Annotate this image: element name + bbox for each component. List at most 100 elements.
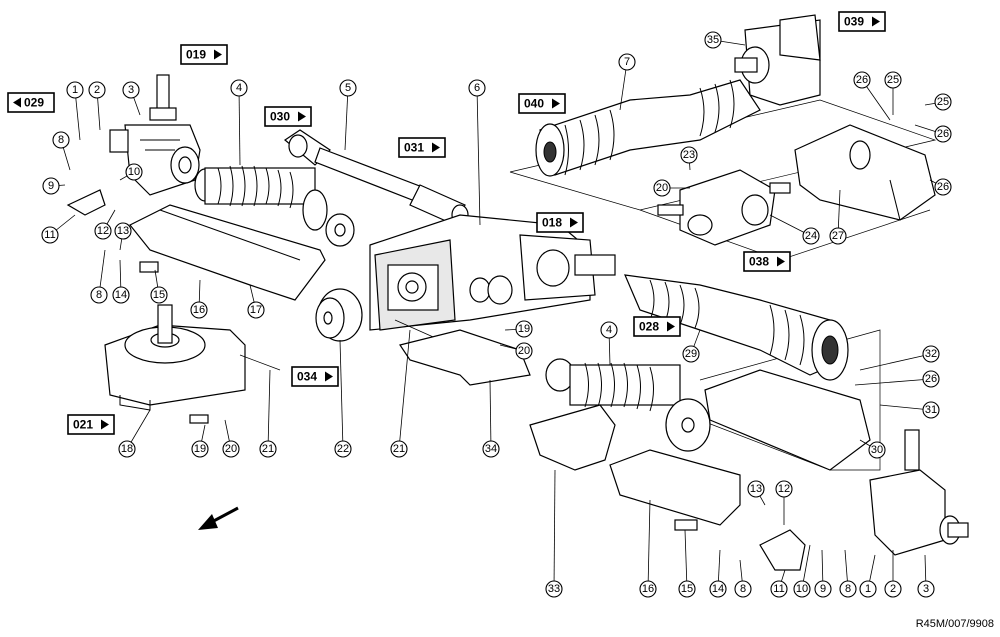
callout-3: 3 — [122, 81, 140, 99]
callout-number: 10 — [796, 583, 808, 595]
reference-box-034: 034 — [291, 366, 339, 387]
callout-number: 12 — [97, 225, 109, 237]
callout-number: 9 — [48, 180, 54, 192]
spring-coupling-lower — [545, 358, 711, 452]
leader-line — [344, 87, 349, 151]
callout-34: 34 — [482, 440, 500, 458]
arrow-right-icon — [325, 371, 333, 382]
callout-number: 9 — [820, 583, 826, 595]
reference-box-031: 031 — [398, 137, 446, 158]
callout-number: 32 — [925, 348, 937, 360]
callout-16: 16 — [190, 301, 208, 319]
reference-label: 031 — [404, 141, 424, 155]
leader-line — [854, 378, 932, 386]
reference-label: 040 — [524, 97, 544, 111]
callout-5: 5 — [339, 79, 357, 97]
callout-10: 10 — [793, 580, 811, 598]
callout-9: 9 — [814, 580, 832, 598]
callout-number: 19 — [518, 323, 530, 335]
callout-number: 1 — [72, 84, 78, 96]
callout-number: 16 — [193, 304, 205, 316]
callout-15: 15 — [150, 286, 168, 304]
reference-label: 018 — [542, 216, 562, 230]
central-gearbox — [369, 214, 616, 341]
callout-number: 14 — [712, 583, 724, 595]
callout-number: 2 — [94, 84, 100, 96]
gearbox-right — [869, 429, 969, 556]
callout-27: 27 — [829, 227, 847, 245]
bracket — [399, 329, 531, 386]
leader-line — [684, 529, 688, 590]
callout-number: 8 — [58, 134, 64, 146]
callout-33: 33 — [545, 580, 563, 598]
shield-upper-right — [794, 124, 936, 221]
callout-number: 5 — [345, 82, 351, 94]
callout-2: 2 — [884, 580, 902, 598]
callout-number: 29 — [685, 348, 697, 360]
callout-12: 12 — [94, 222, 112, 240]
callout-18: 18 — [118, 440, 136, 458]
callout-number: 30 — [871, 444, 883, 456]
callout-2: 2 — [88, 81, 106, 99]
callout-number: 25 — [937, 96, 949, 108]
callout-19: 19 — [515, 320, 533, 338]
reference-box-038: 038 — [743, 251, 791, 272]
callout-number: 33 — [548, 583, 560, 595]
callout-number: 35 — [707, 34, 719, 46]
callout-15: 15 — [678, 580, 696, 598]
arrow-right-icon — [777, 256, 785, 267]
callout-number: 4 — [606, 324, 612, 336]
leader-line — [647, 499, 651, 590]
callout-13: 13 — [747, 480, 765, 498]
callout-number: 26 — [937, 128, 949, 140]
reference-box-019: 019 — [180, 44, 228, 65]
callout-32: 32 — [922, 345, 940, 363]
reference-box-028: 028 — [633, 316, 681, 337]
callout-number: 15 — [681, 583, 693, 595]
base-gearbox — [104, 304, 281, 411]
callout-21: 21 — [259, 440, 277, 458]
shield-bottom-mid — [609, 449, 741, 526]
callout-number: 34 — [485, 443, 497, 455]
callout-20: 20 — [653, 179, 671, 197]
callout-number: 31 — [925, 404, 937, 416]
callout-1: 1 — [859, 580, 877, 598]
callout-number: 26 — [925, 373, 937, 385]
callout-22: 22 — [334, 440, 352, 458]
arrow-right-icon — [298, 111, 306, 122]
callout-26: 26 — [853, 71, 871, 89]
callout-11: 11 — [41, 226, 59, 244]
reference-label: 030 — [270, 110, 290, 124]
callout-30: 30 — [868, 441, 886, 459]
callout-19: 19 — [191, 440, 209, 458]
arrow-left-icon — [13, 97, 21, 108]
reference-label: 028 — [639, 320, 659, 334]
callout-number: 23 — [683, 149, 695, 161]
shield-lower-right — [704, 369, 871, 471]
callout-1: 1 — [66, 81, 84, 99]
arrow-right-icon — [872, 16, 880, 27]
reference-box-040: 040 — [518, 93, 566, 114]
arrow-right-icon — [667, 321, 675, 332]
reference-label: 029 — [24, 96, 44, 110]
reference-label: 034 — [297, 370, 317, 384]
direction-arrow — [198, 506, 239, 530]
callout-20: 20 — [222, 440, 240, 458]
leader-line — [489, 379, 492, 450]
leader-line — [553, 469, 556, 590]
callout-29: 29 — [682, 345, 700, 363]
callout-number: 26 — [937, 181, 949, 193]
callout-8: 8 — [52, 131, 70, 149]
callout-23: 23 — [680, 146, 698, 164]
callout-number: 19 — [194, 443, 206, 455]
callout-number: 8 — [845, 583, 851, 595]
leader-line — [476, 87, 481, 226]
leader-line — [267, 369, 271, 450]
reference-box-018: 018 — [536, 212, 584, 233]
arrow-right-icon — [432, 142, 440, 153]
callout-14: 14 — [709, 580, 727, 598]
callout-number: 15 — [153, 289, 165, 301]
callout-8: 8 — [734, 580, 752, 598]
